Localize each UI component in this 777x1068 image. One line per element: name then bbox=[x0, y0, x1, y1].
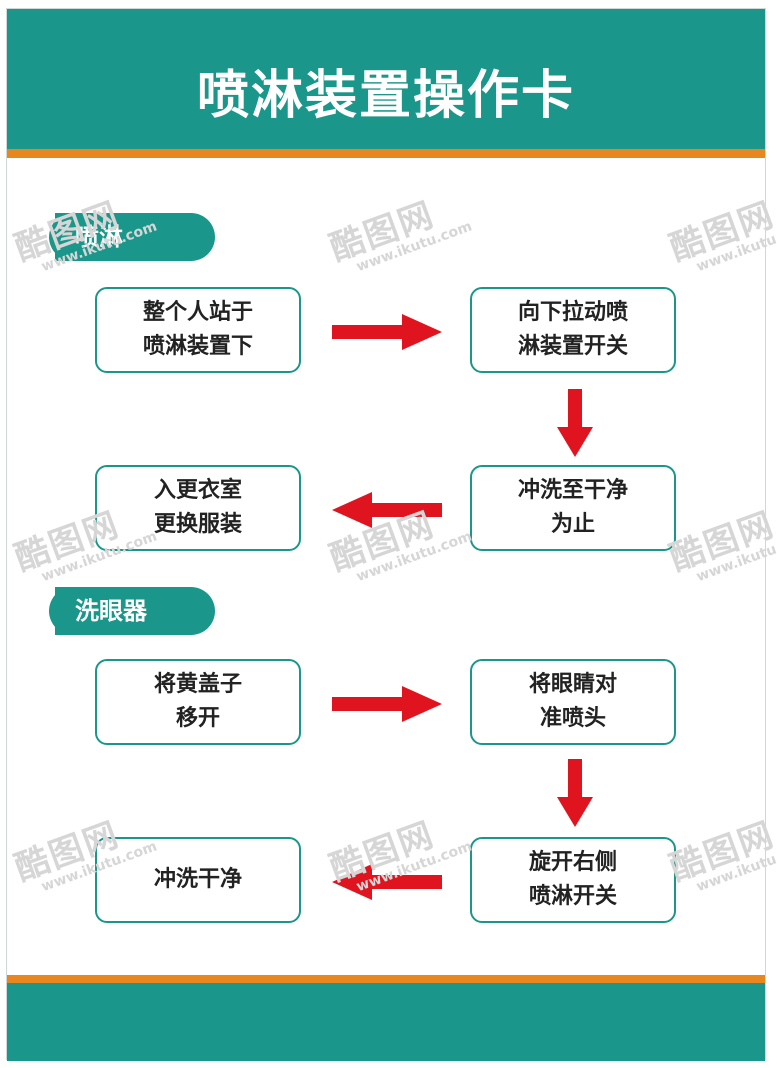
arrow-down-icon bbox=[557, 389, 593, 457]
step-line: 向下拉动喷 bbox=[517, 300, 628, 325]
header-banner: 喷淋装置操作卡 bbox=[7, 9, 765, 149]
step-line: 旋开右侧 bbox=[528, 850, 617, 875]
step-line: 将眼睛对 bbox=[528, 672, 617, 697]
step-rinse-clean: 冲洗至干净 为止 bbox=[470, 465, 676, 551]
arrow-left-icon bbox=[332, 492, 442, 528]
step-align-eyes: 将眼睛对 准喷头 bbox=[470, 659, 676, 745]
step-line: 更换服装 bbox=[153, 512, 242, 537]
step-open-right-switch: 旋开右侧 喷淋开关 bbox=[470, 837, 676, 923]
step-line: 入更衣室 bbox=[153, 478, 242, 503]
page-title: 喷淋装置操作卡 bbox=[196, 66, 575, 126]
step-pull-switch: 向下拉动喷 淋装置开关 bbox=[470, 287, 676, 373]
section-tag-eyewash: 洗眼器 bbox=[49, 587, 215, 635]
footer-stripe bbox=[7, 975, 765, 983]
step-line: 将黄盖子 bbox=[153, 672, 242, 697]
step-change-clothes: 入更衣室 更换服装 bbox=[95, 465, 301, 551]
step-stand-under-shower: 整个人站于 喷淋装置下 bbox=[95, 287, 301, 373]
operation-card: 喷淋装置操作卡 喷淋 整个人站于 喷淋装置下 向下拉动喷 淋装置开关 冲洗至干净… bbox=[6, 8, 777, 1061]
step-rinse-done: 冲洗干净 bbox=[95, 837, 301, 923]
header-stripe bbox=[7, 149, 765, 158]
footer-banner bbox=[7, 983, 765, 1061]
step-line: 整个人站于 bbox=[142, 300, 253, 325]
section-tag-shower: 喷淋 bbox=[49, 213, 215, 261]
step-line: 冲洗干净 bbox=[153, 867, 242, 892]
step-line: 准喷头 bbox=[539, 706, 606, 731]
step-line: 喷淋开关 bbox=[528, 884, 617, 909]
step-line: 为止 bbox=[550, 512, 595, 537]
arrow-left-icon bbox=[332, 864, 442, 900]
step-line: 淋装置开关 bbox=[517, 334, 628, 359]
section-label: 喷淋 bbox=[75, 223, 123, 251]
step-line: 喷淋装置下 bbox=[142, 334, 253, 359]
step-line: 冲洗至干净 bbox=[517, 478, 628, 503]
step-remove-yellow-cap: 将黄盖子 移开 bbox=[95, 659, 301, 745]
section-label: 洗眼器 bbox=[75, 597, 147, 625]
step-line: 移开 bbox=[175, 706, 220, 731]
arrow-right-icon bbox=[332, 686, 442, 722]
arrow-right-icon bbox=[332, 314, 442, 350]
arrow-down-icon bbox=[557, 759, 593, 827]
